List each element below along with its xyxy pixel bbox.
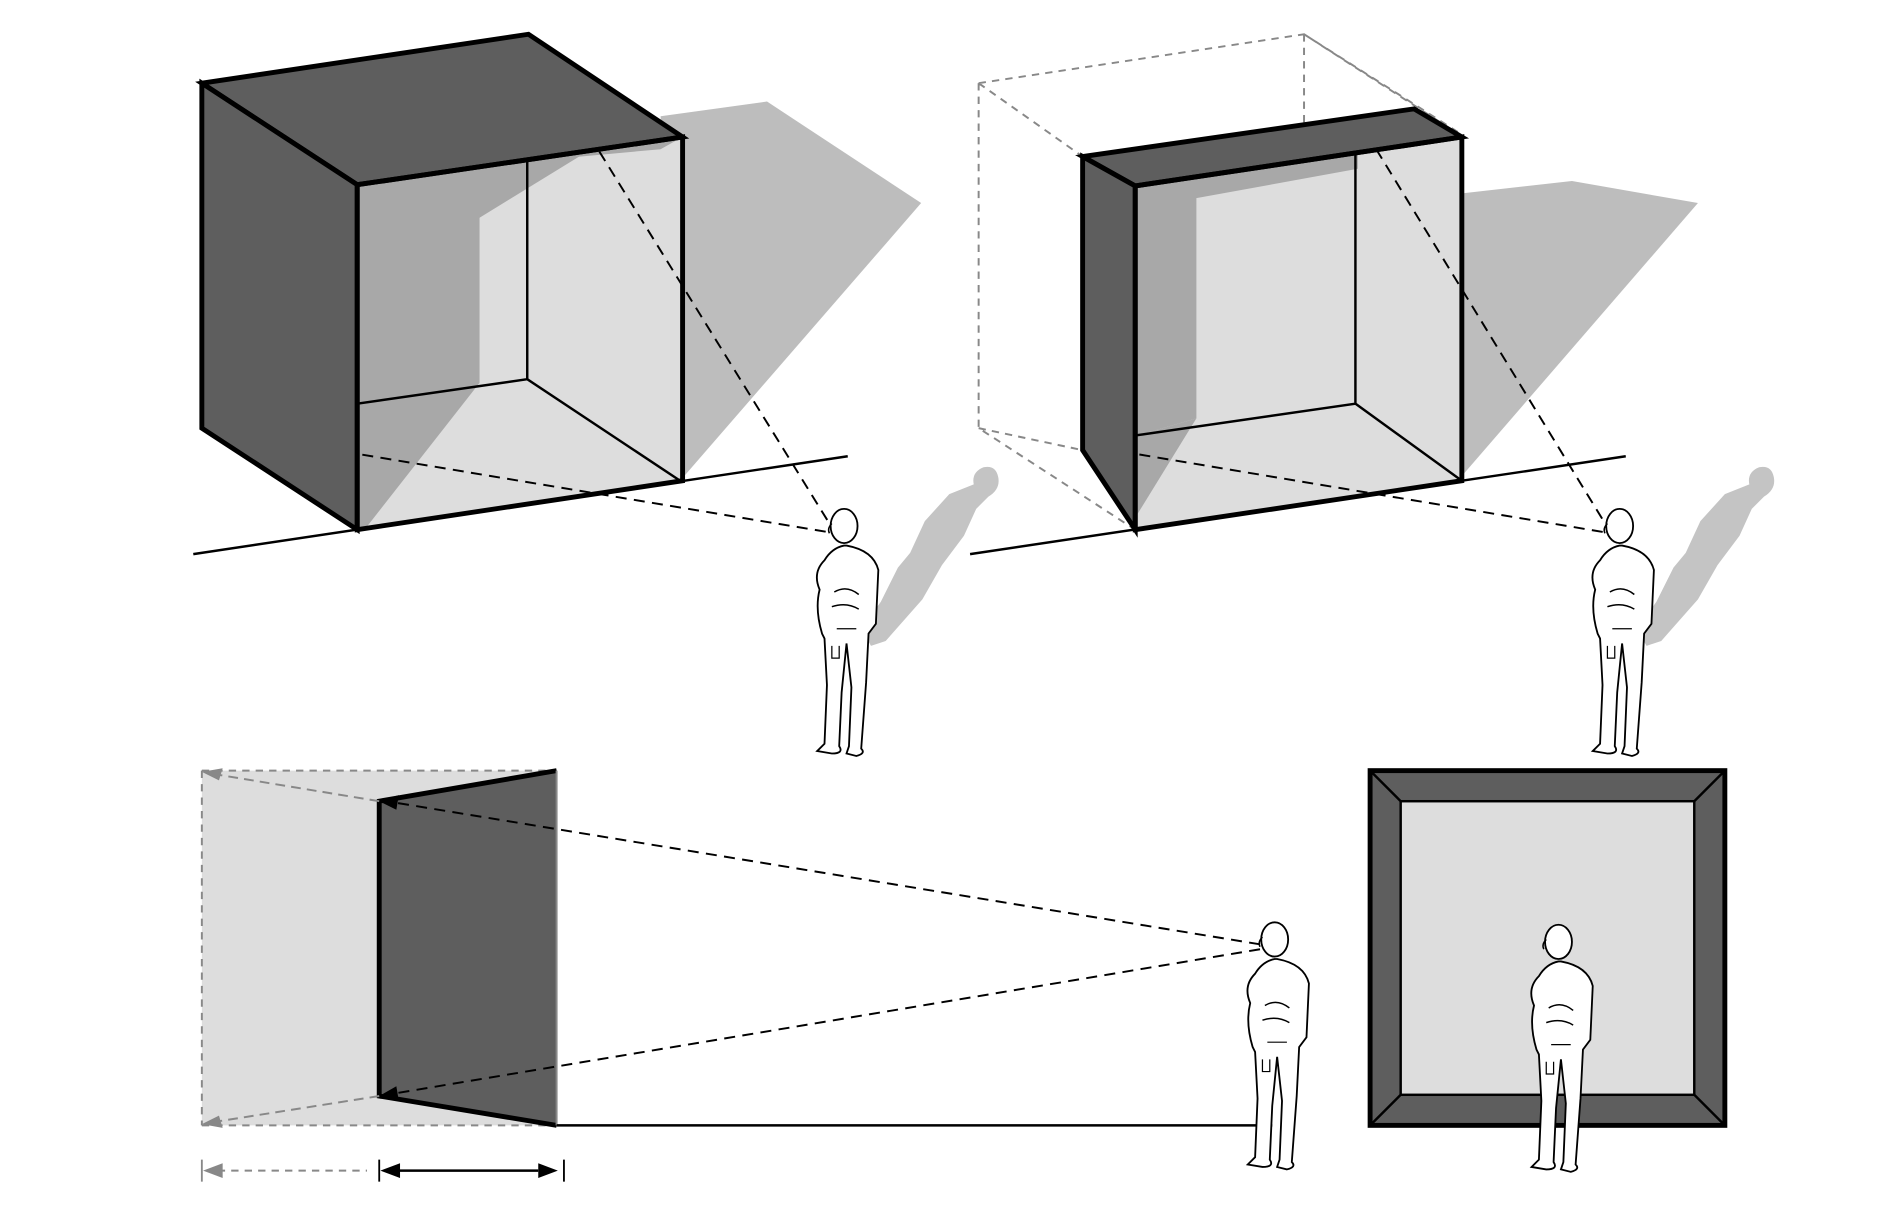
ground-line-1	[193, 455, 848, 556]
panel-frame	[969, 33, 1775, 757]
cube-cast-shadow	[660, 101, 922, 481]
frame-inner-edges	[1135, 154, 1463, 482]
panel-cube	[193, 31, 999, 757]
standing-person-icon	[1246, 921, 1310, 1171]
ground-line-2	[969, 455, 1626, 556]
frame-cast-shadow	[1463, 181, 1698, 475]
frame-interior-back	[1135, 138, 1462, 530]
side-wall-face	[379, 770, 557, 1126]
panel-side-view	[200, 768, 1310, 1182]
frame-side-face	[1080, 152, 1138, 538]
cube-interior-shade	[357, 151, 588, 530]
ghost-cube-outline	[977, 33, 1464, 531]
frame-interior-shade	[1135, 154, 1358, 514]
cube-inner-edges	[357, 159, 681, 482]
cube-interior-shade-top	[357, 138, 681, 245]
dimension-arrow-icon	[200, 1159, 565, 1182]
standing-person-icon	[815, 507, 880, 757]
front-bevels	[1369, 769, 1726, 1127]
frame-interior-shade-low	[1137, 418, 1197, 514]
person-shadow-1	[861, 466, 999, 646]
person-shadow-2	[1636, 466, 1775, 646]
side-wall-outline	[376, 768, 558, 1128]
panel-front-view	[1367, 768, 1728, 1173]
standing-person-icon	[1591, 507, 1655, 757]
